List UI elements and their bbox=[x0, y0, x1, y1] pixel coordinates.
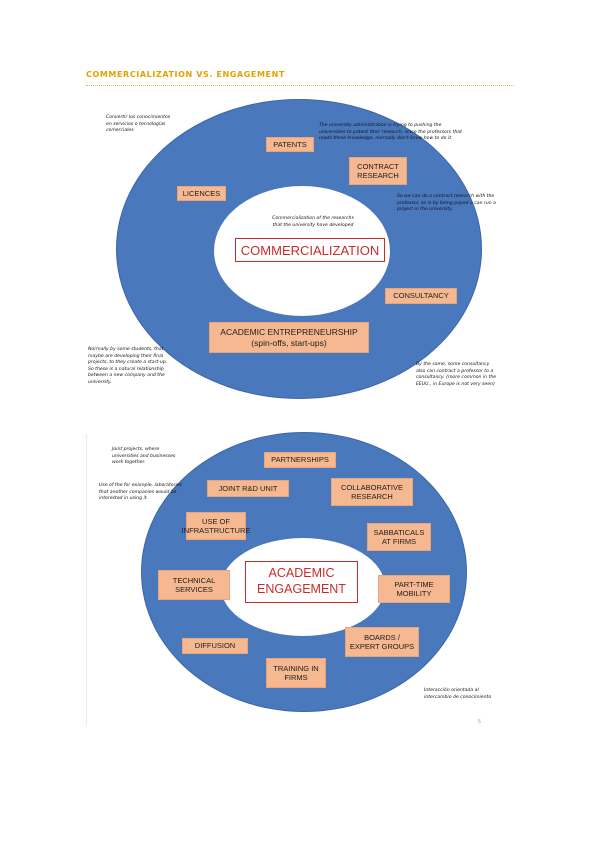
partnerships-box: PARTNERSHIPS bbox=[264, 452, 336, 468]
diffusion-box: DIFFUSION bbox=[182, 638, 248, 654]
consultancy-box: CONSULTANCY bbox=[385, 288, 457, 304]
note-academic-entrepreneurship: Normally by some students, that maybe ar… bbox=[88, 347, 168, 385]
use-of-infrastructure-box: USE OF INFRASTRUCTURE bbox=[182, 512, 250, 540]
part-time-mobility-box: PART-TIME MOBILITY bbox=[378, 575, 450, 603]
technical-services-box: TECHNICAL SERVICES bbox=[158, 570, 230, 600]
joint-rd-unit-box: JOINT R&D UNIT bbox=[207, 480, 289, 497]
note-knowledge-exchange: Interacción orientada al intercambio de … bbox=[424, 688, 492, 700]
training-in-firms-box: TRAINING IN FIRMS bbox=[266, 658, 326, 688]
margin-line bbox=[86, 435, 87, 725]
commercialization-title: COMMERCIALIZATION bbox=[235, 238, 385, 262]
licences-box: LICENCES bbox=[177, 186, 226, 201]
collaborative-research-box: COLLABORATIVE RESEARCH bbox=[331, 478, 413, 506]
sabbaticals-box: SABBATICALS AT FIRMS bbox=[367, 523, 431, 551]
commercialization-center-note: Commercialization of the researchs that … bbox=[272, 216, 354, 228]
heading-divider bbox=[86, 85, 514, 86]
page-number: 5 bbox=[478, 719, 481, 725]
note-infrastructure: Use of the for example, laboratories tha… bbox=[99, 483, 182, 502]
academic-entrepreneurship-box: ACADEMIC ENTREPRENEURSHIP (spin-offs, st… bbox=[209, 322, 369, 353]
engagement-title: ACADEMIC ENGAGEMENT bbox=[245, 561, 358, 603]
section-heading: COMMERCIALIZATION VS. ENGAGEMENT bbox=[86, 70, 285, 79]
patents-box: PATENTS bbox=[266, 137, 314, 152]
note-patents: The university administration is trying … bbox=[319, 123, 462, 142]
note-contract-research: So we can do a contract research with th… bbox=[397, 194, 496, 213]
note-joint-projects: Joint projects, where universities and b… bbox=[112, 447, 176, 466]
note-consultancy: By the same, some consultancy also can c… bbox=[416, 362, 497, 387]
boards-expert-groups-box: BOARDS / EXPERT GROUPS bbox=[345, 627, 419, 657]
note-commercial-services: Convertir los conocimientos en servicios… bbox=[106, 115, 171, 134]
contract-research-box: CONTRACT RESEARCH bbox=[349, 157, 407, 185]
